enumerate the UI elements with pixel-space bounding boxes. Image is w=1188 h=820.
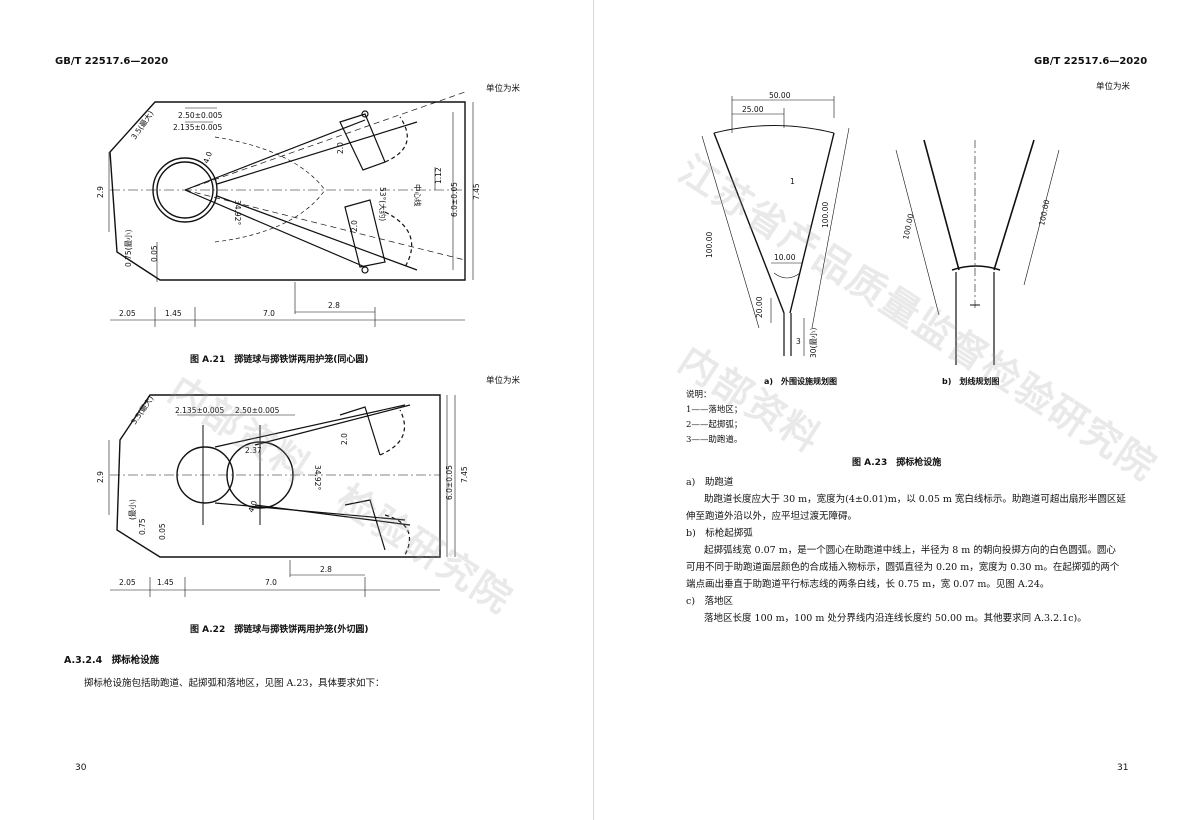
legend-title: 说明： (686, 390, 712, 400)
dim-label: 2.50±0.005 (235, 406, 280, 415)
dim-label: 100.00 (821, 202, 830, 228)
item-line: 落地区长度 100 m，100 m 处分界线内沿连线长度约 50.00 m。其他… (704, 613, 1087, 624)
figure-a21-caption: 图 A.21 掷链球与掷铁饼两用护笼(同心圆) (190, 355, 369, 365)
item-c: c) 落地区 落地区长度 100 m，100 m 处分界线内沿连线长度约 50.… (686, 593, 1156, 627)
dim-label: 4.0 (246, 499, 259, 514)
dim-label: 1.12 (434, 167, 443, 184)
unit-note: 单位为米 (1096, 82, 1131, 92)
dim-label: 0.05 (150, 245, 159, 262)
item-label: c) 落地区 (686, 596, 734, 607)
dim-label: 7.45 (460, 466, 469, 483)
item-label: a) 助跑道 (686, 477, 734, 488)
dim-label: (最小) (128, 499, 137, 520)
dim-label: 30(最小) (809, 328, 818, 358)
dim-label: 2.0 (350, 220, 359, 232)
section-heading: A.3.2.4 掷标枪设施 (64, 655, 160, 666)
right-page: GB/T 22517.6—2020 单位为米 (594, 0, 1188, 820)
dim-label: 7.0 (265, 578, 277, 587)
dim-label: 3.5(最大) (128, 108, 155, 141)
dim-label: 25.00 (742, 105, 764, 114)
section-text: 掷标枪设施包括助跑道、起掷弧和落地区，见图 A.23，具体要求如下： (84, 678, 385, 689)
dim-label: 2.05 (119, 309, 136, 318)
unit-note: 单位为米 (486, 84, 521, 94)
dim-label: 2.9 (96, 471, 105, 483)
dim-label: 2.0 (336, 142, 345, 154)
item-line: 伸至跑道外沿以外，应平坦过渡无障碍。 (686, 511, 858, 522)
dim-label: 2.8 (320, 565, 332, 574)
item-line: 端点画出垂直于助跑道平行标志线的两条白线，长 0.75 m，宽 0.07 m。见… (686, 579, 1050, 590)
dim-label: 0.75 (138, 518, 147, 535)
item-line: 起掷弧线宽 0.07 m，是一个圆心在助跑道中线上，半径为 8 m 的朝向投掷方… (704, 545, 1116, 556)
legend-item: 2——起掷弧； (686, 420, 743, 430)
page-divider (593, 0, 594, 820)
dim-label: 100.00 (1037, 199, 1051, 227)
figure-a23a-diagram: 50.00 25.00 1 100.00 100.00 10.00 20.00 … (701, 91, 850, 358)
dim-label: 100.00 (705, 232, 714, 258)
item-line: 助跑道长度应大于 30 m，宽度为(4±0.01)m，以 0.05 m 宽白线标… (704, 494, 1126, 505)
dim-label: 中心线 (413, 184, 423, 207)
dim-label: 1.45 (157, 578, 174, 587)
left-page: GB/T 22517.6—2020 单位为米 (55, 56, 521, 773)
dim-label: 100.00 (901, 213, 915, 241)
dim-label: 2.0 (340, 433, 349, 445)
figure-a22-caption: 图 A.22 掷链球与掷铁饼两用护笼(外切圆) (190, 625, 369, 635)
legend-item: 1——落地区； (686, 405, 743, 415)
dim-label: 2.9 (96, 186, 105, 198)
figure-a21-diagram: 2.50±0.005 2.135±0.005 3.5(最大) 2.9 0.75(… (96, 92, 481, 327)
figure-a22-diagram: 2.135±0.005 2.50±0.005 3.5(最大) 2.9 (最小) … (96, 393, 469, 597)
page-header: GB/T 22517.6—2020 (1034, 56, 1148, 67)
figure-a23b-diagram: 100.00 100.00 (895, 139, 1060, 365)
dim-label: 3.5(最大) (128, 393, 155, 426)
dim-label: 0.75(最小) (124, 229, 133, 267)
dim-label: 2.135±0.005 (175, 406, 224, 415)
dim-label: 6.0±0.05 (445, 465, 454, 500)
dim-label: 2.05 (119, 578, 136, 587)
subfigure-b-caption: b) 划线规划图 (942, 377, 1000, 386)
dim-label: 2.37 (245, 446, 262, 455)
dim-label: 1.45 (165, 309, 182, 318)
dim-label: 3 (796, 337, 801, 346)
dim-label: 7.0 (263, 309, 275, 318)
page-number: 30 (75, 763, 87, 773)
dim-label: 0.05 (158, 523, 167, 540)
item-b: b) 标枪起掷弧 起掷弧线宽 0.07 m，是一个圆心在助跑道中线上，半径为 8… (686, 525, 1156, 593)
item-line: 可用不同于助跑道面层颜色的合成插入物标示，圆弧直径为 0.20 m，宽度为 0.… (686, 562, 1120, 573)
dim-label: 6.0±0.05 (450, 182, 459, 217)
page-header: GB/T 22517.6—2020 (55, 56, 169, 67)
dim-label: 50.00 (769, 91, 791, 100)
dim-label: 34.92° (233, 200, 242, 225)
subfigure-a-caption: a) 外围设施规划图 (764, 377, 838, 386)
dim-label: 53°(大约) (378, 187, 388, 221)
dim-label: 2.50±0.005 (178, 111, 223, 120)
item-label: b) 标枪起掷弧 (686, 528, 753, 539)
figure-a23-caption: 图 A.23 掷标枪设施 (852, 458, 942, 468)
page-number: 31 (1117, 763, 1129, 773)
dim-label: 20.00 (755, 296, 764, 318)
item-a: a) 助跑道 助跑道长度应大于 30 m，宽度为(4±0.01)m，以 0.05… (686, 474, 1156, 525)
dim-label: 2.8 (328, 301, 340, 310)
dim-label: 4.0 (201, 150, 214, 165)
unit-note: 单位为米 (486, 376, 521, 386)
dim-label: 34.92° (313, 465, 322, 490)
dim-label: 10.00 (774, 253, 796, 262)
dim-label: 2.135±0.005 (173, 123, 222, 132)
dim-label: 1 (790, 177, 795, 186)
legend: 说明： 1——落地区； 2——起掷弧； 3——助跑道。 (686, 388, 742, 448)
legend-item: 3——助跑道。 (686, 435, 743, 445)
dim-label: 7.45 (472, 183, 481, 200)
